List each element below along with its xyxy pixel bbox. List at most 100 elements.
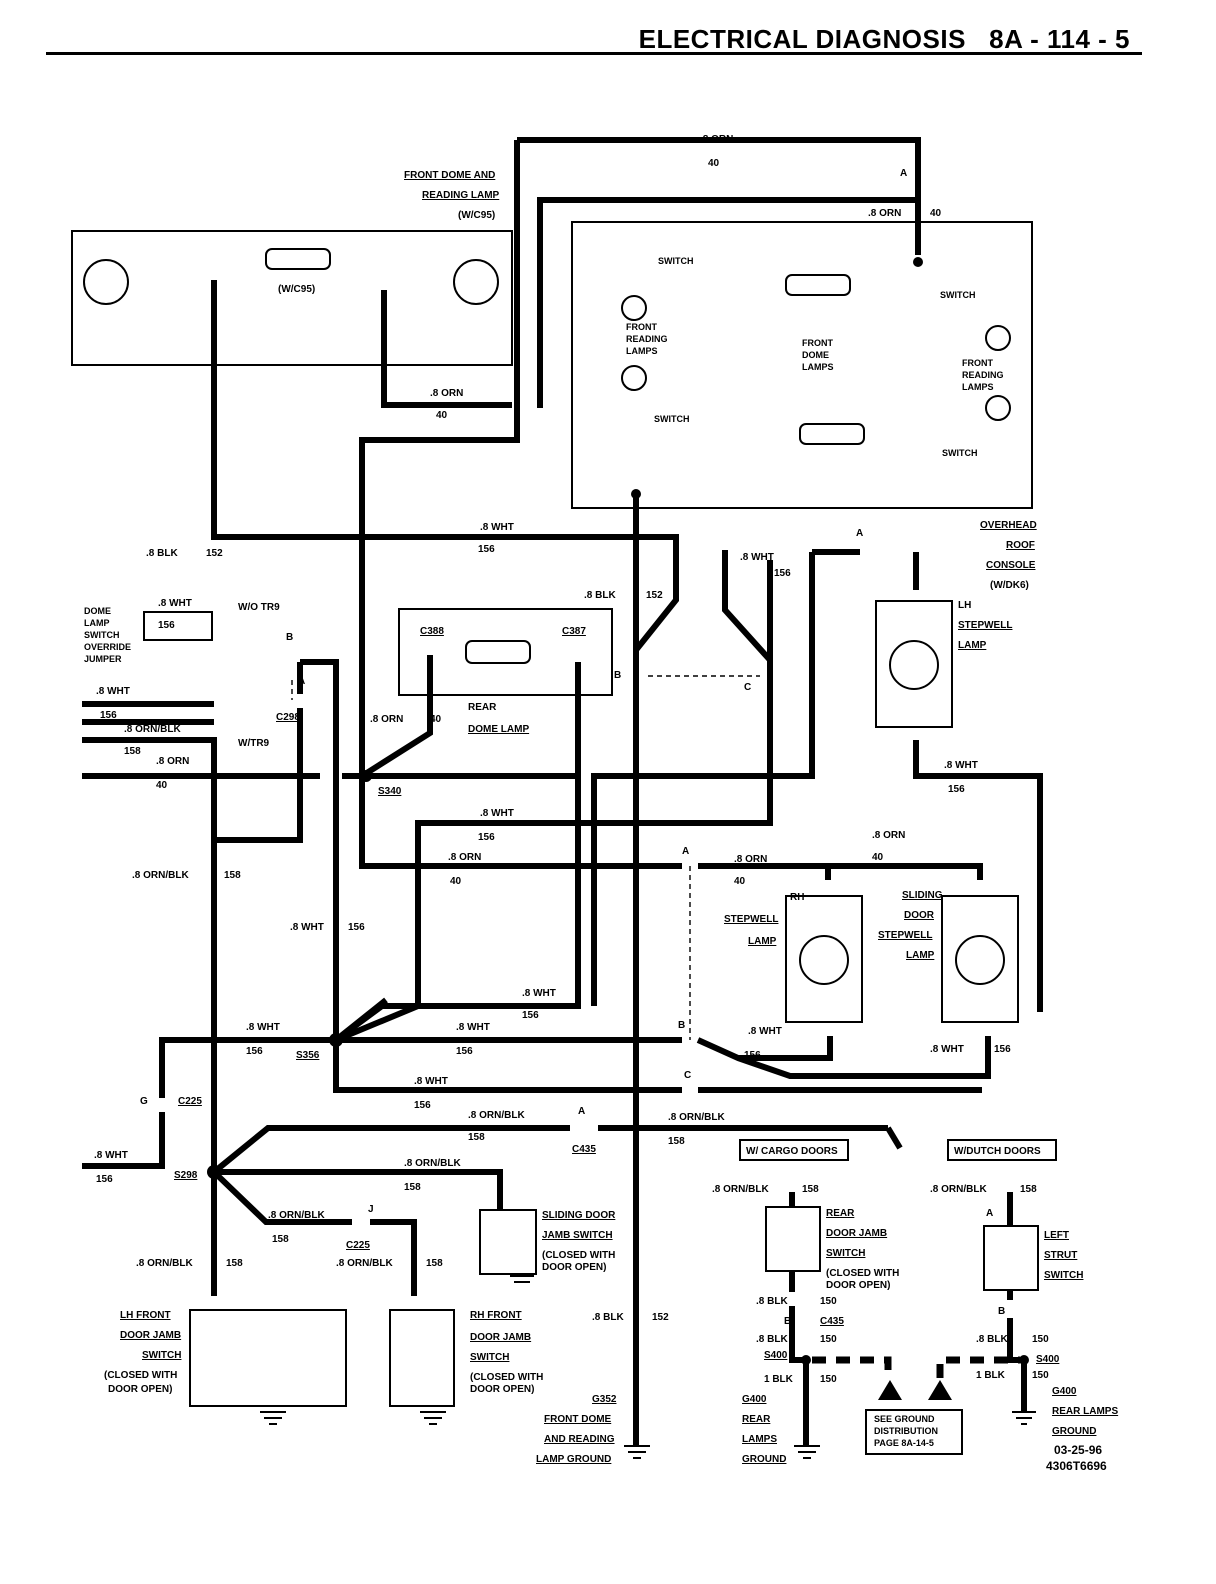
sliding-stepwell-4: LAMP <box>906 950 935 961</box>
lh-stepwell-frame <box>875 600 953 728</box>
s298-label: S298 <box>174 1170 198 1181</box>
g352-3: AND READING <box>544 1434 615 1445</box>
sl-in-wht: .8 WHT <box>930 1044 964 1055</box>
strut-150: 150 <box>1032 1334 1049 1345</box>
wire-label-wht-vert: .8 WHT <box>740 552 774 563</box>
front-dome-label-2: READING LAMP <box>422 190 500 201</box>
left-strut-switch-frame <box>983 1225 1039 1291</box>
right-orn: .8 ORN <box>872 830 905 841</box>
splice-points <box>207 257 1029 1365</box>
strut-1: LEFT <box>1044 1230 1069 1241</box>
pin-b-c298: B <box>286 632 293 643</box>
rear-jamb-switch-frame <box>765 1206 821 1272</box>
strut-3: SWITCH <box>1044 1270 1083 1281</box>
c435-ornblk: .8 ORN/BLK <box>468 1110 525 1121</box>
front-dome-l-3: LAMPS <box>802 362 834 372</box>
g400r-2: REAR LAMPS <box>1052 1406 1118 1417</box>
c225-label-top: C225 <box>178 1096 202 1107</box>
c435-r-158: 158 <box>668 1136 685 1147</box>
rh-jamb-3: SWITCH <box>470 1352 509 1363</box>
pin-a-c435: A <box>578 1106 585 1117</box>
lh-jamb-1: LH FRONT <box>120 1310 171 1321</box>
sl-jamb-2: JAMB SWITCH <box>542 1230 613 1241</box>
s356-156-left: 156 <box>246 1046 263 1057</box>
jumper-l-3: SWITCH <box>84 630 120 640</box>
dutch-label: W/DUTCH DOORS <box>954 1146 1041 1157</box>
rh-stepwell-frame <box>785 895 863 1023</box>
front-dome-label-1: FRONT DOME AND <box>404 170 495 181</box>
wc95-center-label: (W/C95) <box>278 284 315 295</box>
wire-label-blk-left: .8 BLK <box>146 548 178 559</box>
pin-a-rh: A <box>682 846 689 857</box>
rh-stepwell-1: RH <box>790 892 804 903</box>
wire-label-152-mid: 152 <box>646 590 663 601</box>
switch-label-3: SWITCH <box>940 290 976 300</box>
rh-jamb-2: DOOR JAMB <box>470 1332 531 1343</box>
rear-jamb-4: (CLOSED WITH <box>826 1268 899 1279</box>
left-orn: .8 ORN <box>156 756 189 767</box>
c388-label: C388 <box>420 626 444 637</box>
rear-blk-b: .8 BLK <box>756 1334 788 1345</box>
jumper-wht: .8 WHT <box>158 598 192 609</box>
jumper-l-4: OVERRIDE <box>84 642 131 652</box>
see-ground-2: DISTRIBUTION <box>874 1426 938 1436</box>
g400r-3: GROUND <box>1052 1426 1096 1437</box>
right-40: 40 <box>872 852 884 863</box>
s400-left-label: S400 <box>764 1350 788 1361</box>
w-tr9: W/TR9 <box>238 738 270 749</box>
mid-156: 156 <box>478 832 495 843</box>
lh-jamb-5: DOOR OPEN) <box>108 1384 172 1395</box>
c387-label: C387 <box>562 626 586 637</box>
rh-stepwell-2: STEPWELL <box>724 914 778 925</box>
sliding-stepwell-frame <box>941 895 1019 1023</box>
front-dome-l-1: FRONT <box>802 338 833 348</box>
s400-right-label: S400 <box>1036 1354 1060 1365</box>
lamp-symbols <box>83 248 1011 985</box>
header-rule <box>46 52 1142 55</box>
pin-b-c435r: B <box>784 1316 791 1327</box>
wire-label-40-left: 40 <box>436 410 448 421</box>
strut-158: 158 <box>1020 1184 1037 1195</box>
g400l-3: LAMPS <box>742 1434 777 1445</box>
mid-wht: .8 WHT <box>480 808 514 819</box>
c298-label: C298 <box>276 712 300 723</box>
wire-label-orn-top: .8 ORN <box>700 134 733 145</box>
pin-a-c298: A <box>298 676 305 687</box>
lower-156: 156 <box>414 1100 431 1111</box>
rear-dome-2: DOME LAMP <box>468 724 529 735</box>
mid-40: 40 <box>450 876 462 887</box>
strut-ornblk: .8 ORN/BLK <box>930 1184 987 1195</box>
wire-label-156-vert: 156 <box>774 568 791 579</box>
ground-link <box>812 1356 1020 1378</box>
wire-label-blk-mid: .8 BLK <box>584 590 616 601</box>
rear-blk-a: .8 BLK <box>756 1296 788 1307</box>
lh-out-156: 156 <box>948 784 965 795</box>
c435-158: 158 <box>468 1132 485 1143</box>
rear-dome-40: 40 <box>430 714 442 725</box>
footer-code: 4306T6696 <box>1046 1459 1107 1473</box>
front-dome-label-3: (W/C95) <box>458 210 495 221</box>
rear-150-b: 150 <box>820 1334 837 1345</box>
cargo-label: W/ CARGO DOORS <box>746 1146 838 1157</box>
page-header: ELECTRICAL DIAGNOSIS 8A - 114 - 5 <box>46 22 1142 62</box>
overhead-console-frame <box>571 221 1033 509</box>
pin-b-strut: B <box>998 1306 1005 1317</box>
g352-1: G352 <box>592 1394 617 1405</box>
lh-front-jamb-switch-frame <box>189 1309 347 1407</box>
page-title: ELECTRICAL DIAGNOSIS 8A - 114 - 5 <box>638 24 1130 54</box>
jumper-l-1: DOME <box>84 606 111 616</box>
front-reading-r-1: FRONT <box>962 358 993 368</box>
front-dome-l-2: DOME <box>802 350 829 360</box>
rh-jamb-158: 158 <box>426 1258 443 1269</box>
front-dome-reading-lamp-frame <box>71 230 513 366</box>
rh-jamb-ornblk: .8 ORN/BLK <box>336 1258 393 1269</box>
dutch-doors-box <box>947 1139 1057 1161</box>
front-reading-r-3: LAMPS <box>962 382 994 392</box>
g400l-4: GROUND <box>742 1454 786 1465</box>
left-ornblk: .8 ORN/BLK <box>124 724 181 735</box>
sl-in-156: 156 <box>994 1044 1011 1055</box>
overhead-label-3: CONSOLE <box>986 560 1036 571</box>
g352-2: FRONT DOME <box>544 1414 612 1425</box>
left-158: 158 <box>124 746 141 757</box>
s356-wht-right: .8 WHT <box>456 1022 490 1033</box>
